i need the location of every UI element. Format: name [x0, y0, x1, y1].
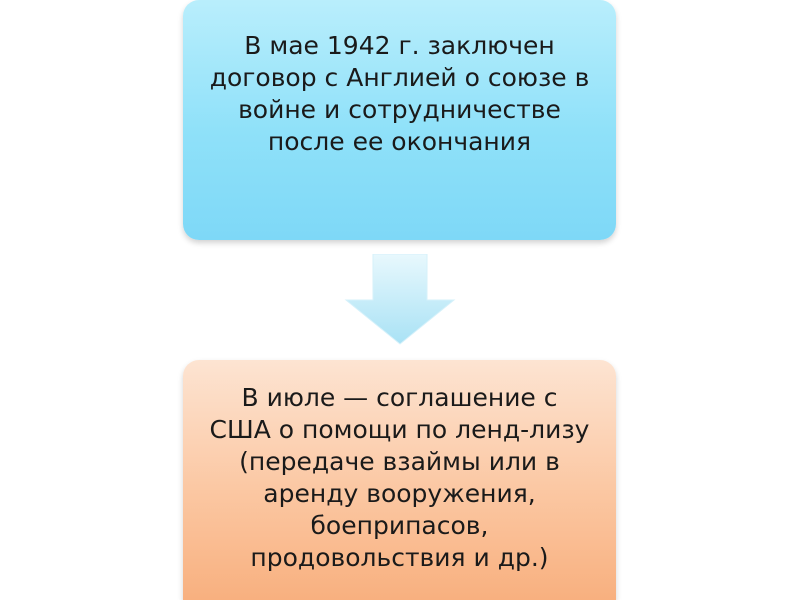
- step-box-1: В мае 1942 г. заключен договор с Англией…: [183, 0, 616, 240]
- step-2-text: В июле — соглашение с США о помощи по ле…: [209, 383, 590, 572]
- down-arrow-icon: [344, 254, 456, 345]
- step-box-2: В июле — соглашение с США о помощи по ле…: [183, 360, 616, 600]
- step-1-text: В мае 1942 г. заключен договор с Англией…: [209, 31, 590, 156]
